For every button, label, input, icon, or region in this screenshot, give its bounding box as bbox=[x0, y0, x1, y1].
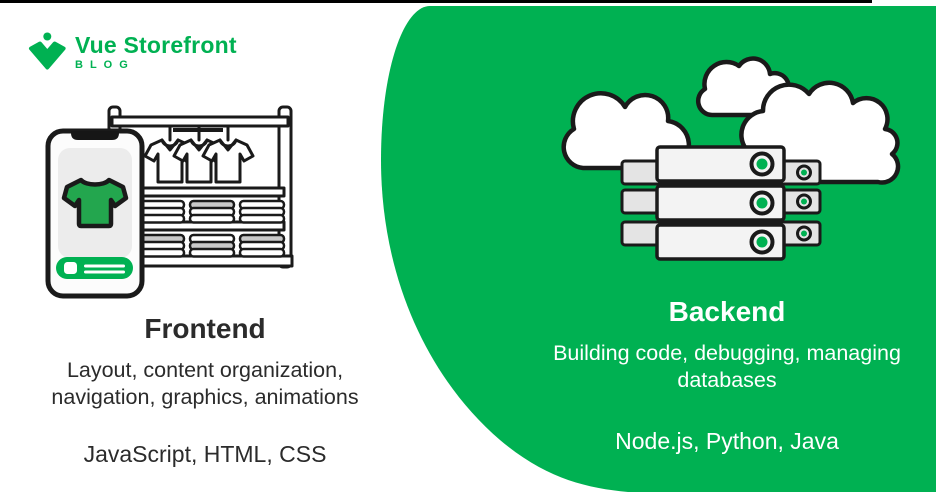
wardrobe-top-rail bbox=[110, 115, 290, 128]
wardrobe-shelf bbox=[124, 186, 286, 198]
wardrobe-icon bbox=[107, 105, 294, 269]
indicator-light-icon bbox=[796, 164, 812, 181]
backend-section: Backend Building code, debugging, managi… bbox=[517, 296, 936, 455]
backend-title: Backend bbox=[668, 296, 786, 327]
hanging-shirt-icon bbox=[201, 138, 255, 184]
indicator-light-icon bbox=[796, 193, 812, 210]
server-stack-icon bbox=[620, 145, 822, 261]
frontend-title: Frontend bbox=[144, 313, 266, 344]
folded-clothes-icon bbox=[188, 233, 236, 258]
frontend-section: Frontend Layout, content organization, n… bbox=[15, 313, 395, 468]
smartphone-icon bbox=[45, 128, 145, 299]
indicator-light-icon bbox=[756, 236, 768, 248]
server-unit bbox=[655, 223, 786, 261]
indicator-light-icon bbox=[796, 225, 812, 242]
tshirt-icon bbox=[61, 177, 129, 229]
folded-clothes-icon bbox=[238, 233, 286, 258]
backend-description: Building code, debugging, managing datab… bbox=[553, 341, 901, 392]
brand-logo: Vue Storefront BLOG bbox=[26, 28, 276, 78]
vsf-mark-icon bbox=[29, 32, 66, 70]
folded-clothes-icon bbox=[238, 199, 286, 224]
buy-button bbox=[56, 257, 133, 279]
brand-tagline: BLOG bbox=[75, 59, 135, 72]
backend-technologies: Node.js, Python, Java bbox=[615, 427, 839, 454]
folded-clothes-icon bbox=[138, 233, 186, 258]
buy-button-thumb bbox=[64, 262, 77, 274]
server-unit bbox=[655, 145, 786, 183]
top-black-bar bbox=[0, 0, 872, 3]
indicator-light-icon bbox=[756, 197, 768, 209]
buy-button-line bbox=[84, 270, 125, 274]
frontend-description: Layout, content organization, navigation… bbox=[51, 358, 359, 409]
indicator-light-icon bbox=[756, 158, 768, 170]
server-unit bbox=[655, 184, 786, 222]
brand-name: Vue Storefront bbox=[75, 32, 237, 58]
frontend-technologies: JavaScript, HTML, CSS bbox=[83, 440, 327, 467]
folded-clothes-icon bbox=[138, 199, 186, 224]
phone-notch bbox=[71, 131, 119, 140]
folded-clothes-icon bbox=[188, 199, 236, 224]
buy-button-line bbox=[84, 264, 125, 268]
